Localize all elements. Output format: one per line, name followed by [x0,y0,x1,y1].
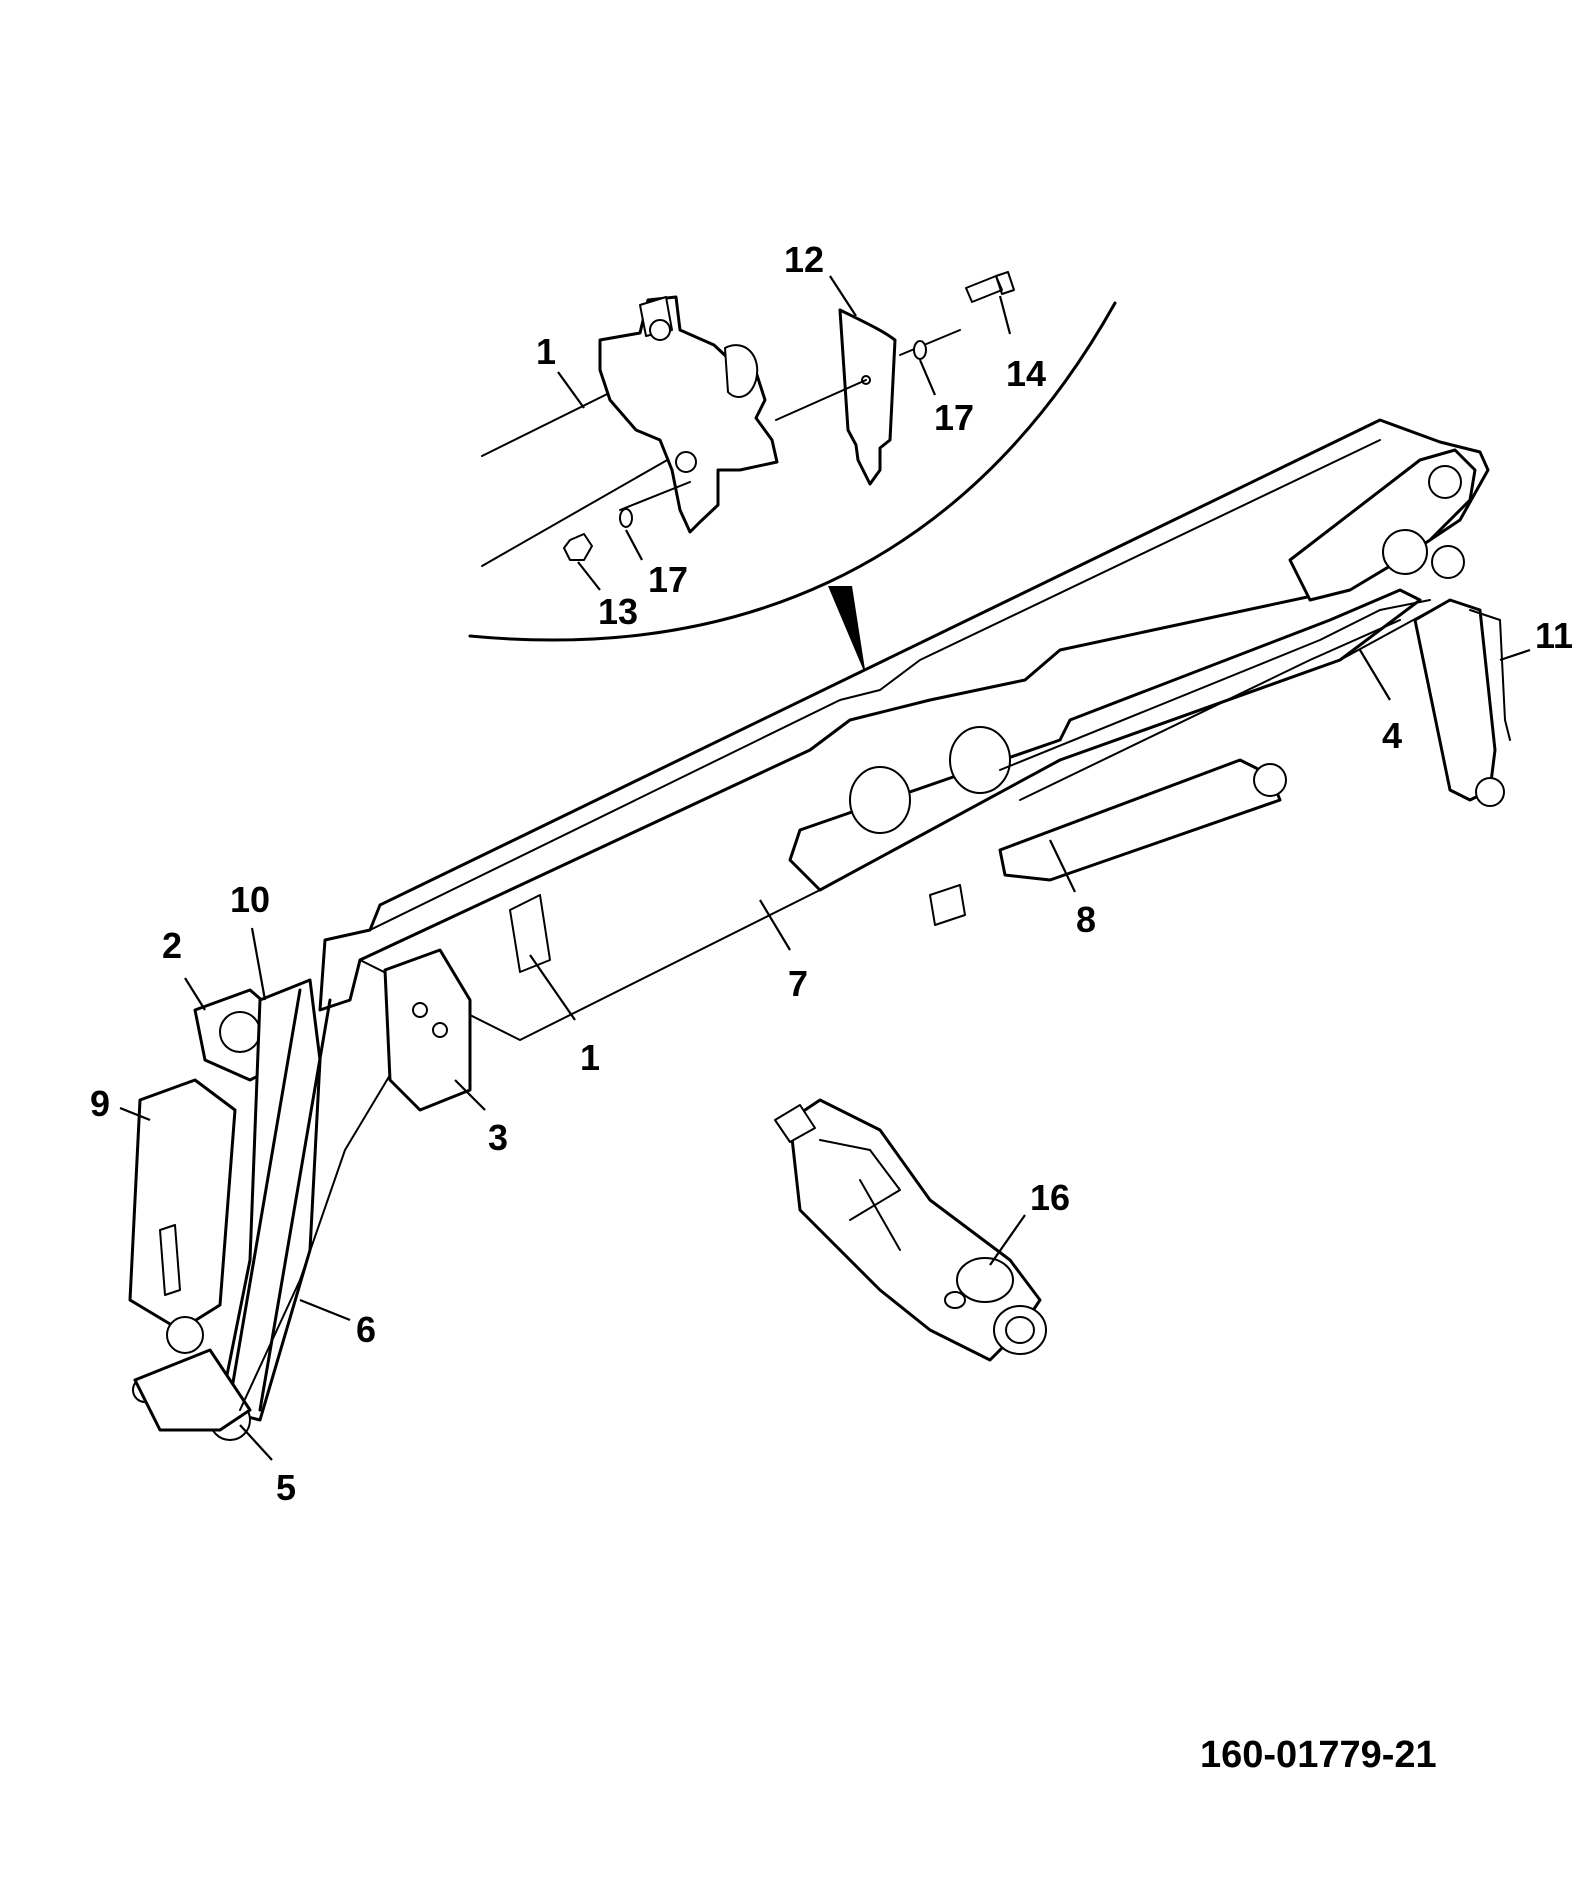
leader-8 [1049,839,1076,893]
callout-1a: 1 [536,331,556,372]
alignment-line-lower [619,481,691,511]
callout-16: 16 [1030,1177,1070,1218]
callout-2: 2 [162,925,182,966]
callout-10: 10 [230,879,270,920]
leader-1b [529,954,576,1021]
leader-12 [829,275,857,317]
washer-upper [913,340,927,360]
base-plate-hole-2 [432,1022,448,1038]
valve-port-ring-2 [944,1291,966,1309]
leader-2 [184,977,206,1011]
callout-11: 11 [1535,615,1573,656]
leader-1a [557,371,585,409]
callout-6: 6 [356,1309,376,1350]
valve-stem [774,1104,816,1143]
detail-pointer [828,586,866,676]
callout-17a: 17 [934,397,974,438]
hose-clamp [929,884,966,926]
master-cylinder [1382,529,1511,807]
hydraulic-tube-lower [1019,619,1401,801]
leader-7 [759,899,791,951]
head-pin-ring [1428,465,1462,499]
bracket-nut-bottom [675,451,697,473]
angle-indicator [509,894,551,973]
leader-16 [989,1214,1026,1266]
bracket-nut-top [649,319,671,341]
master-cylinder-eye [1475,777,1505,807]
callout-9: 9 [90,1083,110,1124]
base-side-plate [383,948,472,1112]
master-cylinder-line [1469,609,1511,741]
bolt [965,271,1015,303]
callout-4: 4 [1382,715,1402,756]
callout-17b: 17 [648,559,688,600]
leader-5 [239,1424,273,1461]
callout-1b: 1 [580,1037,600,1078]
lightening-hole-1 [849,766,911,834]
leader-lines [119,275,1531,1461]
leader-13 [577,561,601,591]
cylinder-end-bracket [598,295,779,534]
leader-10 [250,927,267,1001]
leader-4 [1359,649,1391,701]
leader-9 [119,1106,151,1122]
callout-5: 5 [276,1467,296,1508]
lower-pivot-left [166,1316,204,1354]
cartridge-valve [774,1098,1047,1362]
leader-11 [1499,648,1531,662]
wear-pad [838,308,897,486]
drawing-number: 160-01779-21 [1200,1734,1437,1776]
link-plate [128,1078,237,1332]
boom [128,418,1490,1441]
alignment-line-upper [775,329,961,421]
leader-17a [918,359,937,396]
bracket-boss [724,344,759,398]
lower-crossbar [133,1348,252,1432]
master-cylinder-top [1382,529,1428,575]
hydraulic-tube-upper [999,599,1431,771]
callout-14: 14 [1006,353,1046,394]
master-cylinder-body [1413,598,1497,802]
leader-14 [998,295,1012,335]
lightening-hole-2 [949,726,1011,794]
boom-top-edge [369,439,1381,931]
master-cylinder-top-2 [1431,545,1465,579]
callout-13: 13 [598,591,638,632]
base-plate-hole-1 [412,1002,428,1018]
wear-pad-hole [861,375,871,385]
nut [563,533,593,561]
callout-labels: 1 12 14 17 17 13 11 4 8 7 10 2 1 9 3 16 … [90,239,1573,1508]
link-plate-slot [159,1224,181,1296]
leader-17b [625,529,643,561]
washer-lower [619,508,633,528]
callout-12: 12 [784,239,824,280]
valve-hex [819,1139,901,1251]
detail-boundary-arc [468,301,1117,642]
telescope-cylinder [998,758,1282,882]
boom-outer-section [318,418,1490,1012]
valve-tip-inner [1005,1316,1035,1344]
leader-6 [299,1298,351,1322]
leader-3 [454,1079,486,1111]
pivot-pin [219,1011,261,1053]
callout-7: 7 [788,963,808,1004]
boom-head-plate [1288,448,1477,602]
hydraulic-line-lower [239,1074,391,1411]
valve-port-ring [956,1257,1014,1303]
cylinder-gland [1253,763,1287,797]
callout-8: 8 [1076,899,1096,940]
callout-3: 3 [488,1117,508,1158]
detail-inset [468,271,1117,676]
